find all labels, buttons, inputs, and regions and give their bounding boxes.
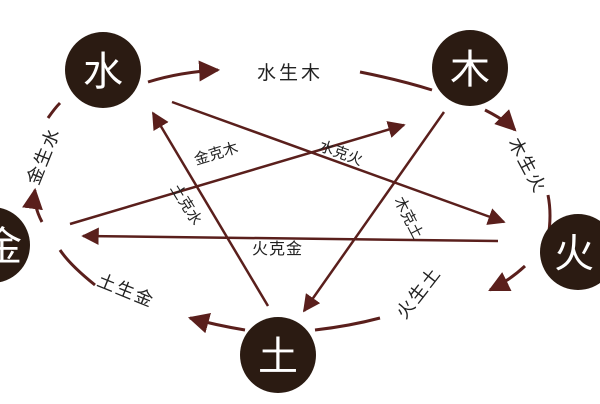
fire-label: 火: [554, 231, 594, 277]
wood-circle: [432, 30, 508, 106]
arc-wood-to-fire: [484, 108, 517, 132]
arc-metal-to-water: [22, 187, 44, 223]
water-circle: [65, 32, 141, 108]
metal-label: 金: [0, 224, 22, 270]
arc-water-to-wood: [147, 60, 221, 84]
arrow-earth-controls-water: [151, 111, 270, 307]
arc-fire-to-earth-2: [314, 316, 381, 332]
arc-earth-to-metal-2: [58, 249, 96, 287]
wood-label: 木: [450, 47, 490, 93]
arc-fire-to-earth: [488, 264, 527, 292]
label-metal-generates-water: 金生水: [23, 124, 65, 187]
water-label: 水: [83, 49, 123, 95]
arrow-metal-controls-wood: [69, 121, 406, 226]
label-fire-generates-earth: 火生土: [392, 263, 445, 323]
metal-circle: [0, 207, 30, 283]
element-fire: 火: [540, 214, 600, 290]
arc-metal-to-water-2: [46, 101, 62, 119]
arrow-fire-controls-metal: [81, 227, 499, 245]
label-metal-controls-wood: 金克木: [192, 138, 240, 168]
arc-water-to-wood-2: [359, 70, 433, 92]
element-wood: 木: [432, 30, 508, 106]
element-earth: 土: [240, 317, 316, 393]
label-wood-generates-fire: 木生火: [504, 134, 551, 197]
generating-cycle: [22, 60, 552, 334]
element-water: 水: [65, 32, 141, 108]
arrow-wood-controls-earth: [302, 111, 446, 313]
controlling-star: [69, 100, 506, 313]
arc-earth-to-metal: [187, 312, 246, 334]
fire-circle: [540, 214, 600, 290]
label-wood-controls-earth: 木克土: [390, 194, 426, 242]
label-fire-controls-metal: 火克金: [252, 239, 303, 258]
label-water-generates-wood: 水生木: [257, 62, 323, 84]
earth-circle: [240, 317, 316, 393]
label-earth-controls-water: 土克水: [167, 181, 206, 229]
element-metal: 金: [0, 207, 30, 283]
earth-label: 土: [258, 334, 298, 380]
arrow-water-controls-fire: [171, 100, 506, 225]
label-earth-generates-metal: 土生金: [94, 270, 157, 312]
